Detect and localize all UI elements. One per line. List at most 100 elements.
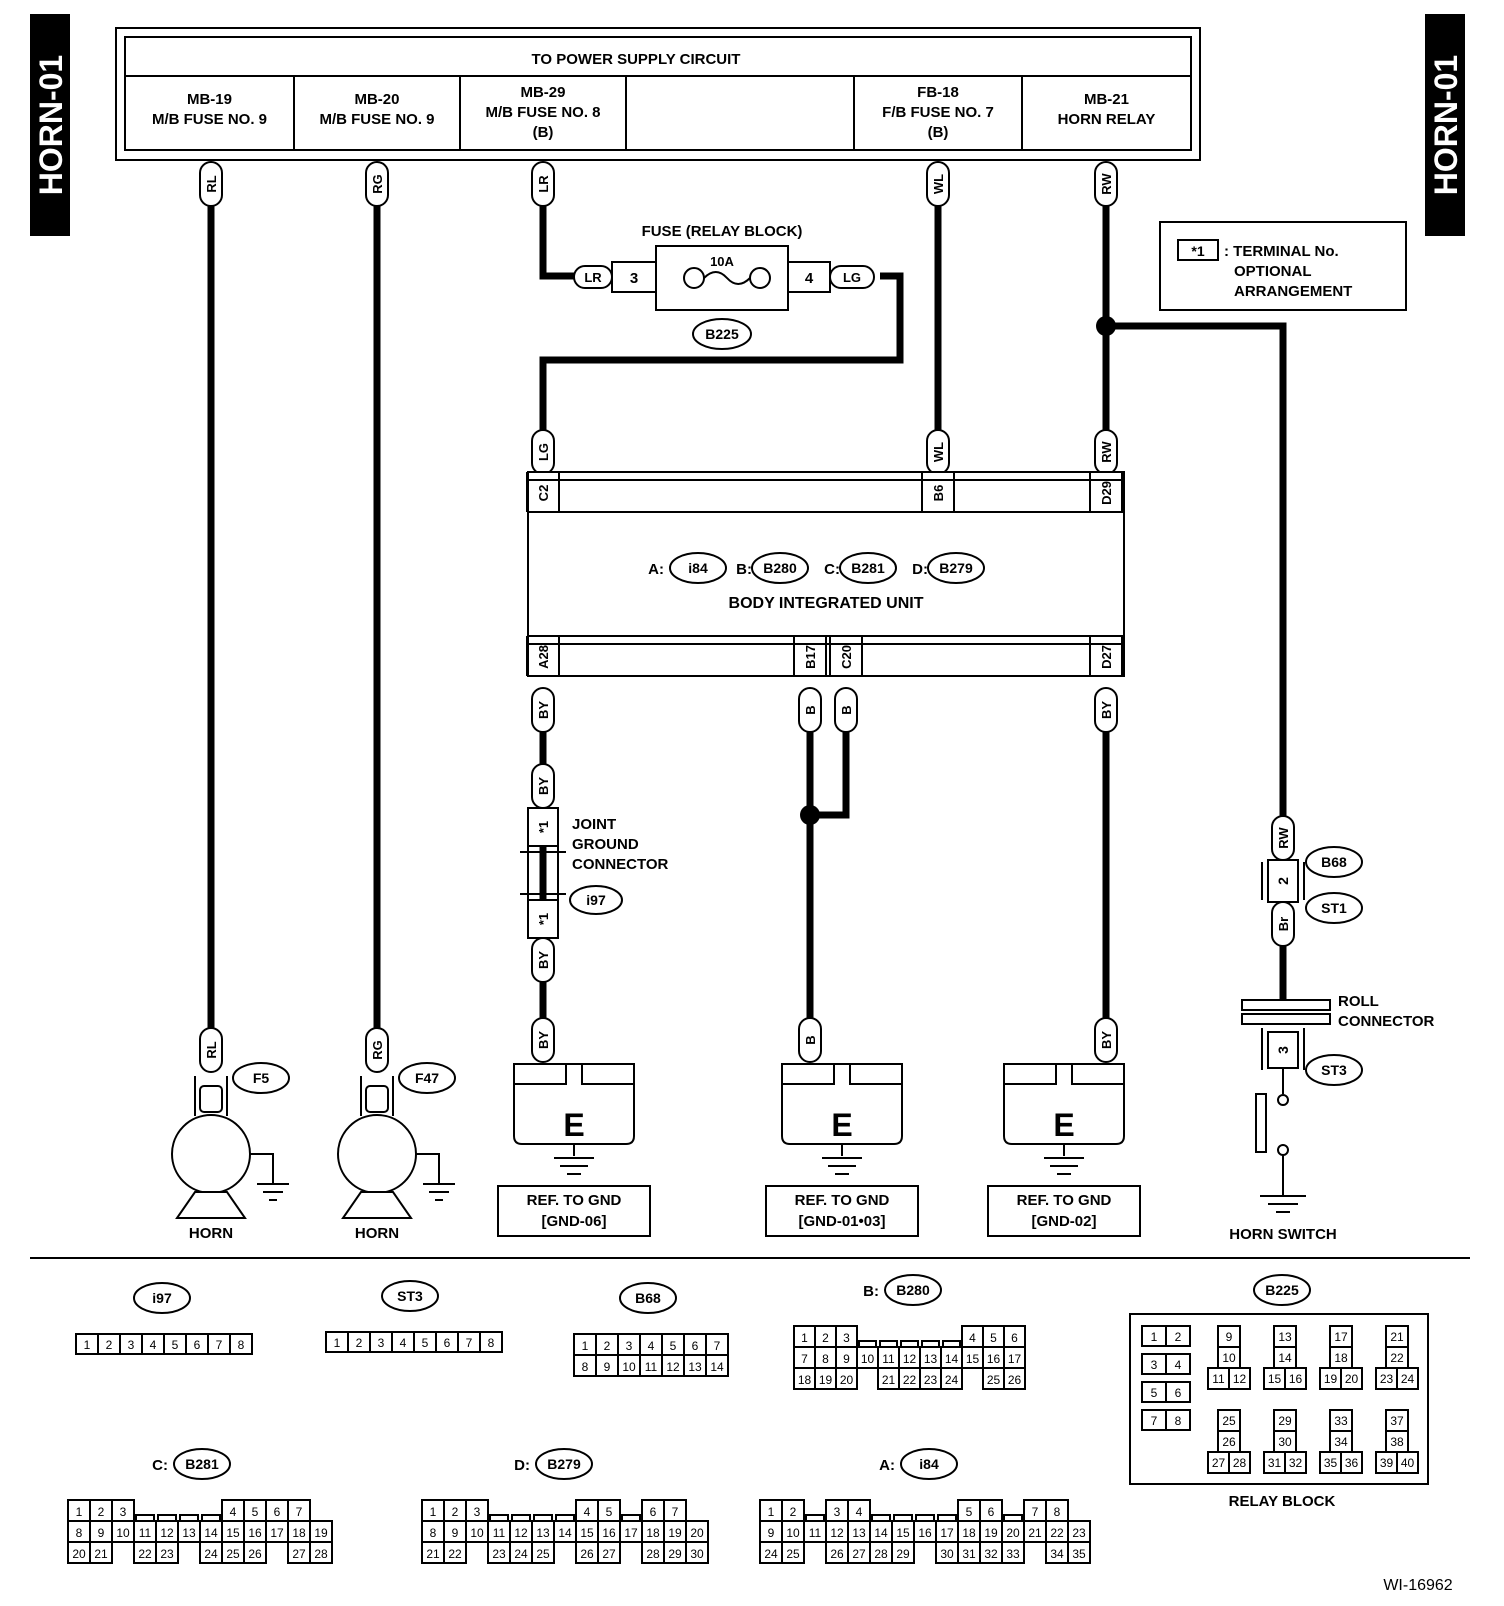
power-cell-line: MB-21 — [1084, 91, 1129, 108]
page-tag-left: HORN-01 — [30, 14, 70, 236]
pin-number: 22 — [1390, 1351, 1404, 1365]
pin-number: 1 — [582, 1339, 589, 1353]
pin-number: 14 — [945, 1352, 959, 1366]
wire-tag-biu-bottom-d27: BY — [1094, 687, 1118, 733]
ground-symbol: E — [1053, 1107, 1074, 1143]
connector-view-b225-id: B225 — [1253, 1274, 1311, 1306]
pin-number: 3 — [128, 1338, 135, 1352]
pin-number: 21 — [94, 1547, 108, 1561]
joint-label-3: CONNECTOR — [572, 856, 669, 873]
biu-connector-b281: B281 — [839, 552, 897, 584]
pin-number: 9 — [604, 1360, 611, 1374]
pin-number: 6 — [444, 1336, 451, 1350]
wire-tag-switch-mid: Br — [1271, 901, 1295, 947]
pin-number: 14 — [874, 1526, 888, 1540]
power-cell-line: F/B FUSE NO. 7 — [882, 104, 994, 121]
st3-pin-3: 3 — [1275, 1046, 1291, 1054]
wire-tag-joint-top-text: BY — [536, 777, 551, 795]
pin-number: 13 — [924, 1352, 938, 1366]
pin-number: 3 — [626, 1339, 633, 1353]
biu-connector-prefix: B: — [736, 561, 752, 578]
horn-connector-f47: F47 — [398, 1062, 456, 1094]
pin-number: 7 — [714, 1339, 721, 1353]
biu-pin-b6: B6 — [931, 485, 946, 502]
pin-number: 38 — [1390, 1435, 1404, 1449]
pin-number: 5 — [966, 1505, 973, 1519]
wire-tag-biu-bottom-c20: B — [834, 687, 858, 733]
pin-number: 26 — [1008, 1373, 1022, 1387]
pin-number: 5 — [1151, 1386, 1158, 1400]
ground-ref-line-1: REF. TO GND — [1017, 1192, 1112, 1209]
pin-number: 24 — [204, 1547, 218, 1561]
connector-view-b281-id: B281 — [173, 1448, 231, 1480]
relay-block-fuse: FUSE (RELAY BLOCK) 10A 3 4 LR LG B225 — [573, 223, 875, 350]
pin-number: 20 — [840, 1373, 854, 1387]
note-line-1: : TERMINAL No. — [1224, 243, 1339, 260]
wire-tag-biu-top-b6-text: WL — [931, 442, 946, 462]
pin-number: 29 — [896, 1547, 910, 1561]
pin-number: 9 — [98, 1526, 105, 1540]
pin-number: 37 — [1390, 1414, 1404, 1428]
pin-number: 11 — [809, 1526, 822, 1540]
connector-view-b225-id-text: B225 — [1265, 1282, 1299, 1298]
pin-number: 17 — [1008, 1352, 1022, 1366]
wire-tag-ground-1: BY — [531, 1017, 555, 1063]
pin-number: 1 — [76, 1505, 83, 1519]
pin-number: 23 — [924, 1373, 938, 1387]
page-tag-right-text: HORN-01 — [1428, 55, 1464, 195]
wire-tag-biu-top-b6: WL — [926, 429, 950, 475]
pin-number: 16 — [248, 1526, 262, 1540]
connector-prefix: D: — [514, 1457, 530, 1474]
pin-number: 18 — [292, 1526, 306, 1540]
power-cell-line: MB-20 — [354, 91, 399, 108]
power-cell-line: M/B FUSE NO. 9 — [319, 111, 434, 128]
pin-number: 24 — [1401, 1372, 1415, 1386]
wire-tag-joint-bottom-text: BY — [536, 951, 551, 969]
note-line-3: ARRANGEMENT — [1234, 283, 1352, 300]
pin-number: 7 — [216, 1338, 223, 1352]
ground-ref-line-2: [GND-01•03] — [799, 1213, 886, 1230]
pin-number: 3 — [834, 1505, 841, 1519]
pin-number: 27 — [602, 1547, 616, 1561]
pin-number: 3 — [843, 1331, 850, 1345]
pin-number: 13 — [1278, 1330, 1292, 1344]
wire-tag-biu-bottom-b17-text: B — [803, 705, 818, 714]
b68-pin-2: 2 — [1275, 877, 1291, 885]
pin-number: 3 — [378, 1336, 385, 1350]
pin-number: 20 — [690, 1526, 704, 1540]
pin-number: 2 — [1175, 1330, 1182, 1344]
pin-number: 21 — [1390, 1330, 1404, 1344]
pin-number: 8 — [238, 1338, 245, 1352]
wire-tag-ground-3-text: BY — [1099, 1031, 1114, 1049]
pin-number: 12 — [514, 1526, 528, 1540]
pin-number: 22 — [1050, 1526, 1064, 1540]
pin-number: 10 — [786, 1526, 800, 1540]
pin-number: 32 — [984, 1547, 998, 1561]
pin-number: 10 — [470, 1526, 484, 1540]
pin-number: 6 — [274, 1505, 281, 1519]
pin-number: 26 — [580, 1547, 594, 1561]
connector-view-b68-id: B68 — [619, 1282, 677, 1314]
pin-number: 28 — [1233, 1456, 1247, 1470]
connector-view-b280-id-text: B280 — [896, 1282, 930, 1298]
pin-number: 30 — [1278, 1435, 1292, 1449]
pin-number: 4 — [856, 1505, 863, 1519]
horn-switch-label: HORN SWITCH — [1229, 1226, 1337, 1243]
pin-number: 30 — [940, 1547, 954, 1561]
wire-tag-rw-text: RW — [1099, 173, 1114, 195]
wire-tag-joint-bottom: BY — [531, 937, 555, 983]
pin-number: 6 — [1011, 1331, 1018, 1345]
pin-number: 8 — [76, 1526, 83, 1540]
roll-connector-label-1: ROLL — [1338, 993, 1379, 1010]
pin-number: 23 — [492, 1547, 506, 1561]
pin-number: 19 — [984, 1526, 998, 1540]
pin-number: 28 — [646, 1547, 660, 1561]
ground-ref-line-2: [GND-02] — [1031, 1213, 1096, 1230]
pin-number: 34 — [1334, 1435, 1348, 1449]
ground-ref-line-2: [GND-06] — [541, 1213, 606, 1230]
fuse-rating: 10A — [710, 254, 734, 269]
pin-number: 8 — [430, 1526, 437, 1540]
